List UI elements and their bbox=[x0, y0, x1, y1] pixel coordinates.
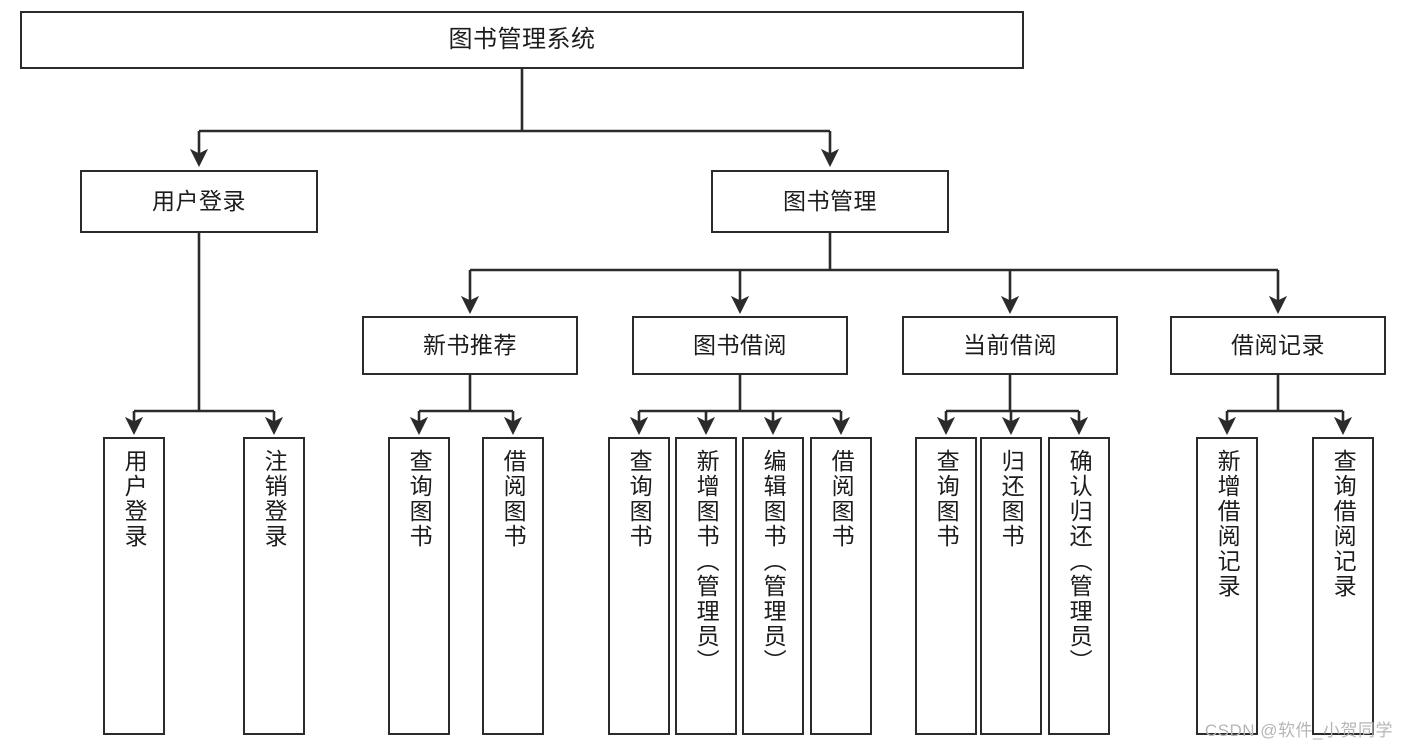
node-leaf-add-book[interactable]: 新增图书（管理员） bbox=[675, 437, 737, 735]
node-leaf-query-book-1[interactable]: 查询图书 bbox=[388, 437, 450, 735]
node-leaf-user-login-label: 用户登录 bbox=[121, 449, 148, 549]
node-root[interactable]: 图书管理系统 bbox=[20, 11, 1024, 69]
node-leaf-logout-login[interactable]: 注销登录 bbox=[243, 437, 305, 735]
node-current-borrow[interactable]: 当前借阅 bbox=[902, 316, 1118, 375]
node-leaf-user-login[interactable]: 用户登录 bbox=[103, 437, 165, 735]
node-leaf-confirm-return[interactable]: 确认归还（管理员） bbox=[1048, 437, 1110, 735]
node-user-login[interactable]: 用户登录 bbox=[80, 170, 318, 233]
node-borrow-record-label: 借阅记录 bbox=[1231, 331, 1325, 358]
node-leaf-query-borrow-record-label: 查询借阅记录 bbox=[1330, 449, 1357, 599]
node-leaf-borrow-book-2-label: 借阅图书 bbox=[828, 449, 855, 549]
node-book-borrow-label: 图书借阅 bbox=[693, 331, 787, 358]
csdn-watermark: CSDN @软件_小贺同学 bbox=[1204, 721, 1393, 740]
node-user-login-label: 用户登录 bbox=[152, 187, 246, 214]
node-leaf-return-book[interactable]: 归还图书 bbox=[980, 437, 1042, 735]
node-new-book-recommend[interactable]: 新书推荐 bbox=[362, 316, 578, 375]
node-leaf-confirm-return-label: 确认归还（管理员） bbox=[1066, 449, 1093, 674]
node-book-manage[interactable]: 图书管理 bbox=[711, 170, 949, 233]
node-leaf-add-borrow-record-label: 新增借阅记录 bbox=[1214, 449, 1241, 599]
node-leaf-query-book-1-label: 查询图书 bbox=[406, 449, 433, 549]
node-new-book-recommend-label: 新书推荐 bbox=[423, 331, 517, 358]
node-leaf-borrow-book-1[interactable]: 借阅图书 bbox=[482, 437, 544, 735]
node-leaf-borrow-book-2[interactable]: 借阅图书 bbox=[810, 437, 872, 735]
node-borrow-record[interactable]: 借阅记录 bbox=[1170, 316, 1386, 375]
node-book-borrow[interactable]: 图书借阅 bbox=[632, 316, 848, 375]
node-leaf-return-book-label: 归还图书 bbox=[998, 449, 1025, 549]
node-book-manage-label: 图书管理 bbox=[783, 187, 877, 214]
node-leaf-query-book-3[interactable]: 查询图书 bbox=[915, 437, 977, 735]
node-leaf-add-borrow-record[interactable]: 新增借阅记录 bbox=[1196, 437, 1258, 735]
node-leaf-query-book-2-label: 查询图书 bbox=[626, 449, 653, 549]
node-leaf-edit-book[interactable]: 编辑图书（管理员） bbox=[742, 437, 804, 735]
node-leaf-query-borrow-record[interactable]: 查询借阅记录 bbox=[1312, 437, 1374, 735]
node-leaf-logout-login-label: 注销登录 bbox=[261, 449, 288, 549]
node-leaf-query-book-2[interactable]: 查询图书 bbox=[608, 437, 670, 735]
node-root-label: 图书管理系统 bbox=[448, 25, 596, 53]
node-leaf-edit-book-label: 编辑图书（管理员） bbox=[760, 449, 787, 674]
node-leaf-borrow-book-1-label: 借阅图书 bbox=[500, 449, 527, 549]
node-leaf-add-book-label: 新增图书（管理员） bbox=[693, 449, 720, 674]
node-leaf-query-book-3-label: 查询图书 bbox=[933, 449, 960, 549]
node-current-borrow-label: 当前借阅 bbox=[963, 331, 1057, 358]
